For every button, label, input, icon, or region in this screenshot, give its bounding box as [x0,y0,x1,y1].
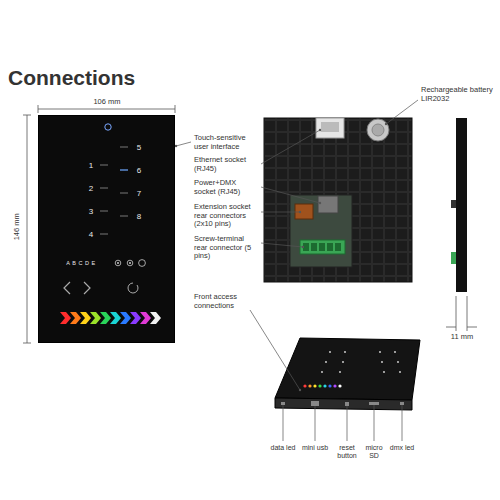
connector-label: micro SD [360,444,388,460]
button-number: 1 [89,162,93,170]
depth-dimension [446,296,477,331]
button-number: 4 [89,231,93,239]
dimension: 106 mm [77,98,137,107]
callout-label: Rechargeable battery LIR2032 [421,86,495,103]
height-dimension [23,115,31,343]
dimension: 146 mm [13,216,22,240]
connector-label: reset button [332,444,362,460]
button-letters: A B C D E [66,261,95,267]
callout-label: Extension socket rear connectors (2x10 p… [194,203,258,229]
callout-label: Front access connections [194,293,258,310]
side-view [451,118,467,292]
callout-label: Ethernet socket (RJ45) [194,156,258,173]
button-number: 3 [89,208,93,216]
width-dimension [38,105,175,113]
touch-panel: 1 2 3 4 5 6 7 8 A B C D E [38,115,175,343]
rear-view-photo [264,118,412,282]
page-title: Connections [8,66,135,90]
button-number: 8 [137,213,141,221]
leader-dots [175,123,387,391]
button-number: 6 [137,167,141,175]
callout-label: Power+DMX socket (RJ45) [194,179,258,196]
front-access-view [275,338,420,410]
panel-symbols [38,115,175,343]
connector-label: data led [268,444,298,452]
button-number: 5 [137,144,141,152]
button-number: 2 [89,185,93,193]
connector-label: mini usb [300,444,330,452]
callout-label: Screw-terminal rear connector (5 pins) [194,235,258,261]
callout-label: Touch-sensitive user interface [194,134,258,151]
dimension: 11 mm [442,333,482,342]
connector-label: dmx led [388,444,416,452]
button-number: 7 [137,190,141,198]
leader-lines [176,100,418,441]
